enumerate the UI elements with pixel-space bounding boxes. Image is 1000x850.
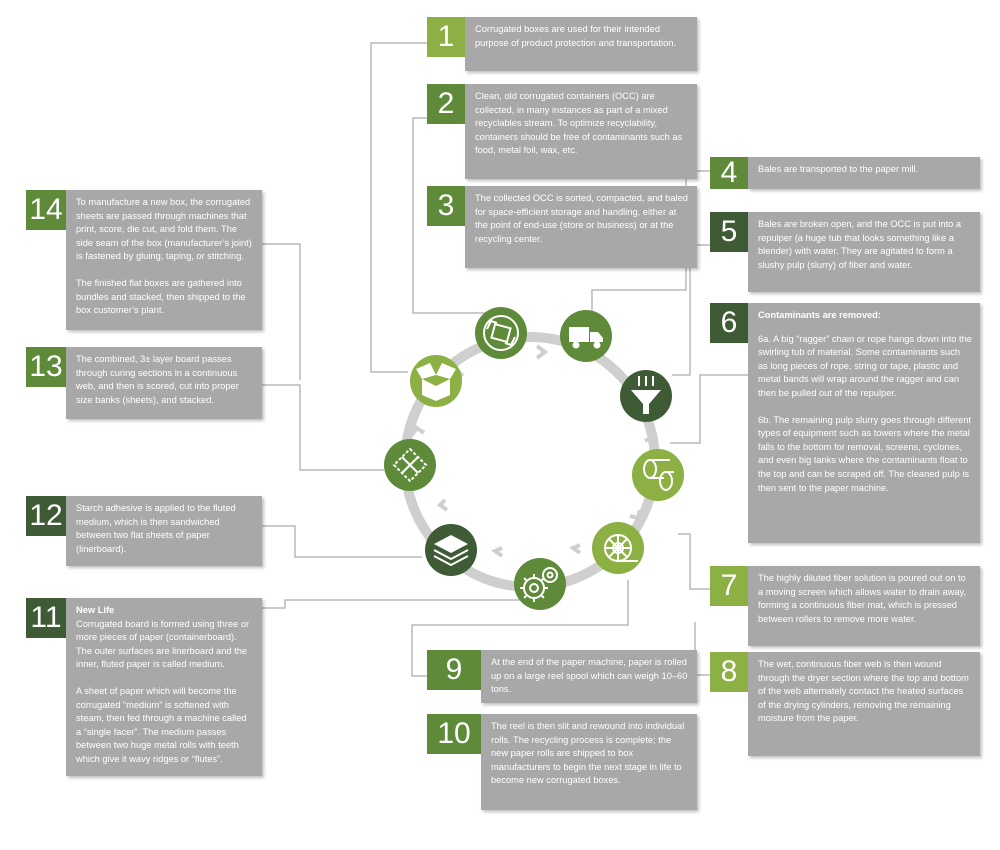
step-number: 9 (427, 650, 481, 690)
step-number: 7 (710, 566, 748, 606)
step-paragraph: Corrugated boxes are used for their inte… (475, 24, 677, 48)
connector-2 (412, 117, 488, 314)
step-paragraph: Clean, old corrugated containers (OCC) a… (475, 91, 683, 156)
step-9: 9 At the end of the paper machine, paper … (427, 650, 697, 703)
step-1: 1 Corrugated boxes are used for their int… (427, 17, 697, 71)
connector-7 (678, 533, 710, 590)
step-heading: New Life (76, 605, 115, 615)
step-paragraph: The collected OCC is sorted, compacted, … (475, 193, 688, 244)
connector-1 (370, 42, 427, 373)
step-paragraph: 6a. A big “ragger” chain or rope hangs d… (758, 333, 972, 398)
connector-11 (262, 590, 541, 609)
step-number: 2 (427, 84, 465, 124)
step-description: The highly diluted fiber solution is pou… (748, 566, 980, 646)
step-number: 1 (427, 17, 465, 57)
connector-8 (694, 622, 710, 676)
step-6: 6 Contaminants are removed: 6a. A big “rag… (710, 303, 980, 543)
step-description: Starch adhesive is applied to the fluted… (66, 496, 262, 566)
step-paragraph: Bales are broken open, and the OCC is pu… (758, 219, 962, 270)
step-description: The reel is then slit and rewound into i… (481, 714, 697, 810)
step-paragraph: The finished flat boxes are gathered int… (76, 277, 246, 316)
step-4: 4 Bales are transported to the paper mill… (710, 156, 980, 189)
step-number: 8 (710, 652, 748, 692)
step-paragraph: At the end of the paper machine, paper i… (491, 657, 688, 695)
step-number: 12 (26, 496, 66, 536)
step-number: 14 (26, 190, 66, 230)
step-description: Bales are broken open, and the OCC is pu… (748, 212, 980, 292)
connector-12 (262, 525, 422, 558)
step-paragraph: Bales are transported to the paper mill. (758, 164, 919, 174)
step-paragraph: A sheet of paper which will become the c… (76, 685, 247, 764)
connector-6 (670, 374, 750, 444)
connector-5 (672, 244, 710, 376)
step-description: At the end of the paper machine, paper i… (481, 650, 697, 703)
step-number: 6 (710, 303, 748, 343)
step-paragraph: Corrugated board is formed using three o… (76, 618, 250, 670)
step-description: Clean, old corrugated containers (OCC) a… (465, 84, 697, 179)
step-description: The wet, continuous fiber web is then wo… (748, 652, 980, 756)
step-description: The collected OCC is sorted, compacted, … (465, 186, 697, 268)
step-number: 4 (710, 156, 748, 189)
step-number: 3 (427, 186, 465, 226)
step-paragraph: 6b. The remaining pulp slurry goes throu… (758, 414, 972, 493)
step-paragraph: The wet, continuous fiber web is then wo… (758, 659, 969, 724)
step-description: To manufacture a new box, the corrugated… (66, 190, 262, 330)
connector-14 (262, 243, 301, 380)
connector-9 (411, 580, 629, 677)
step-description: Corrugated boxes are used for their inte… (465, 17, 697, 71)
step-paragraph: The reel is then slit and rewound into i… (491, 721, 685, 786)
step-description: Bales are transported to the paper mill. (748, 157, 980, 189)
connector-13 (262, 384, 384, 471)
step-number: 11 (26, 598, 66, 638)
step-heading: Contaminants are removed: (758, 310, 881, 320)
step-paragraph: To manufacture a new box, the corrugated… (76, 197, 252, 262)
step-description: The combined, 3± layer board passes thro… (66, 347, 262, 419)
step-number: 10 (427, 714, 481, 754)
step-paragraph: The highly diluted fiber solution is pou… (758, 573, 967, 624)
step-description: Contaminants are removed: 6a. A big “ragg… (748, 303, 980, 543)
step-number: 13 (26, 347, 66, 387)
step-paragraph: Starch adhesive is applied to the fluted… (76, 503, 236, 554)
step-paragraph: The combined, 3± layer board passes thro… (76, 354, 239, 405)
step-number: 5 (710, 212, 748, 252)
